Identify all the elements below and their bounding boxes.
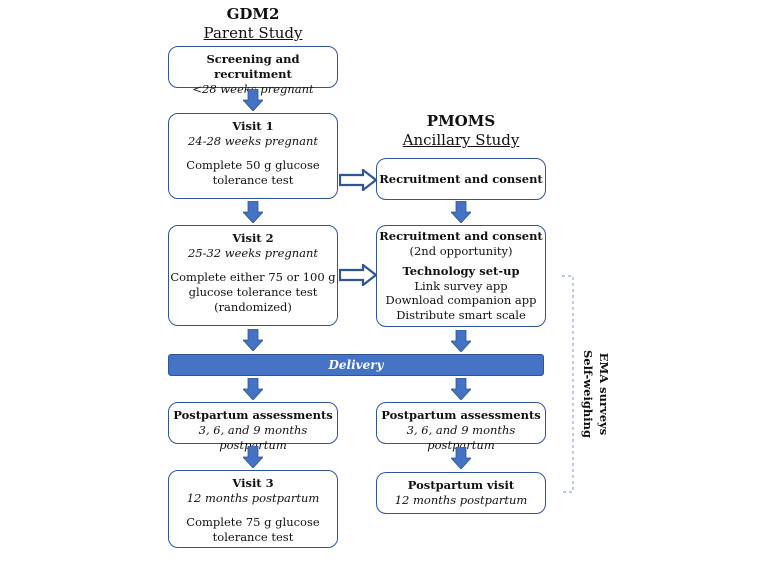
down-arrow-icon xyxy=(451,330,471,352)
visit1-box: Visit 1 24-28 weeks pregnant Complete 50… xyxy=(168,113,338,199)
left-postpartum-box: Postpartum assessments 3, 6, and 9 month… xyxy=(168,402,338,452)
down-arrow-icon xyxy=(243,89,263,111)
visit1-body-line: Complete 50 g glucose xyxy=(186,158,320,172)
visit2-body-line: Complete either 75 or 100 g xyxy=(170,270,336,284)
visit2-box: Visit 2 25-32 weeks pregnant Complete ei… xyxy=(168,225,338,326)
recruitment-technology-box: Recruitment and consent (2nd opportunity… xyxy=(376,225,546,327)
parent-study-subtitle: Parent Study xyxy=(203,24,303,42)
down-arrow-icon xyxy=(243,329,263,351)
technology-title: Technology set-up xyxy=(402,264,520,278)
visit3-title: Visit 3 xyxy=(232,476,274,490)
side-label-line1: EMA surveys xyxy=(597,352,611,436)
right-arrow-icon xyxy=(339,169,377,191)
visit2-body-line: glucose tolerance test xyxy=(188,285,318,299)
ancillary-study-title: PMOMS xyxy=(426,112,496,130)
visit3-body-line: Complete 75 g glucose xyxy=(186,515,320,529)
visit1-sub: 24-28 weeks pregnant xyxy=(187,134,319,148)
left-postpartum-sub: 3, 6, and 9 months postpartum xyxy=(198,423,308,452)
right-postpartum-box: Postpartum assessments 3, 6, and 9 month… xyxy=(376,402,546,452)
right-postpartum-sub: 3, 6, and 9 months postpartum xyxy=(406,423,516,452)
ancillary-study-subtitle: Ancillary Study xyxy=(402,131,520,149)
parent-study-title: GDM2 xyxy=(226,5,280,23)
screening-box: Screening and recruitment <28 weeks preg… xyxy=(168,46,338,96)
technology-item: Distribute smart scale xyxy=(396,307,526,322)
right-postpartum-title: Postpartum assessments xyxy=(381,408,541,422)
visit2-body-line: (randomized) xyxy=(214,300,292,314)
down-arrow-icon xyxy=(243,446,263,468)
postpartum-visit-box: Postpartum visit 12 months postpartum xyxy=(376,472,546,514)
recruitment-title: Recruitment and consent xyxy=(379,172,543,186)
visit2-title: Visit 2 xyxy=(232,231,274,245)
visit1-title: Visit 1 xyxy=(232,119,274,133)
side-label: EMA surveys Self-weighing xyxy=(572,334,612,454)
screening-title: Screening and recruitment xyxy=(206,52,300,81)
postpartum-visit-sub: 12 months postpartum xyxy=(394,493,528,507)
ancillary-study-header: PMOMS Ancillary Study xyxy=(376,112,546,150)
left-postpartum-title: Postpartum assessments xyxy=(173,408,333,422)
technology-item: Link survey app xyxy=(414,278,508,293)
recruitment-box: Recruitment and consent xyxy=(376,158,546,200)
recruitment2-sub: (2nd opportunity) xyxy=(409,243,513,258)
visit1-body-line: tolerance test xyxy=(212,173,294,187)
visit3-body-line: tolerance test xyxy=(212,530,294,544)
down-arrow-icon xyxy=(243,378,263,400)
down-arrow-icon xyxy=(451,447,471,469)
side-label-line2: Self-weighing xyxy=(581,349,595,439)
right-arrow-icon xyxy=(339,264,377,286)
visit3-sub: 12 months postpartum xyxy=(186,491,320,505)
down-arrow-icon xyxy=(451,201,471,223)
delivery-bar: Delivery xyxy=(168,354,544,376)
recruitment2-title: Recruitment and consent xyxy=(379,229,543,243)
down-arrow-icon xyxy=(451,378,471,400)
visit3-box: Visit 3 12 months postpartum Complete 75… xyxy=(168,470,338,548)
down-arrow-icon xyxy=(243,201,263,223)
technology-item: Download companion app xyxy=(385,293,537,307)
postpartum-visit-title: Postpartum visit xyxy=(407,478,515,492)
visit2-sub: 25-32 weeks pregnant xyxy=(187,246,319,260)
parent-study-header: GDM2 Parent Study xyxy=(168,5,338,43)
